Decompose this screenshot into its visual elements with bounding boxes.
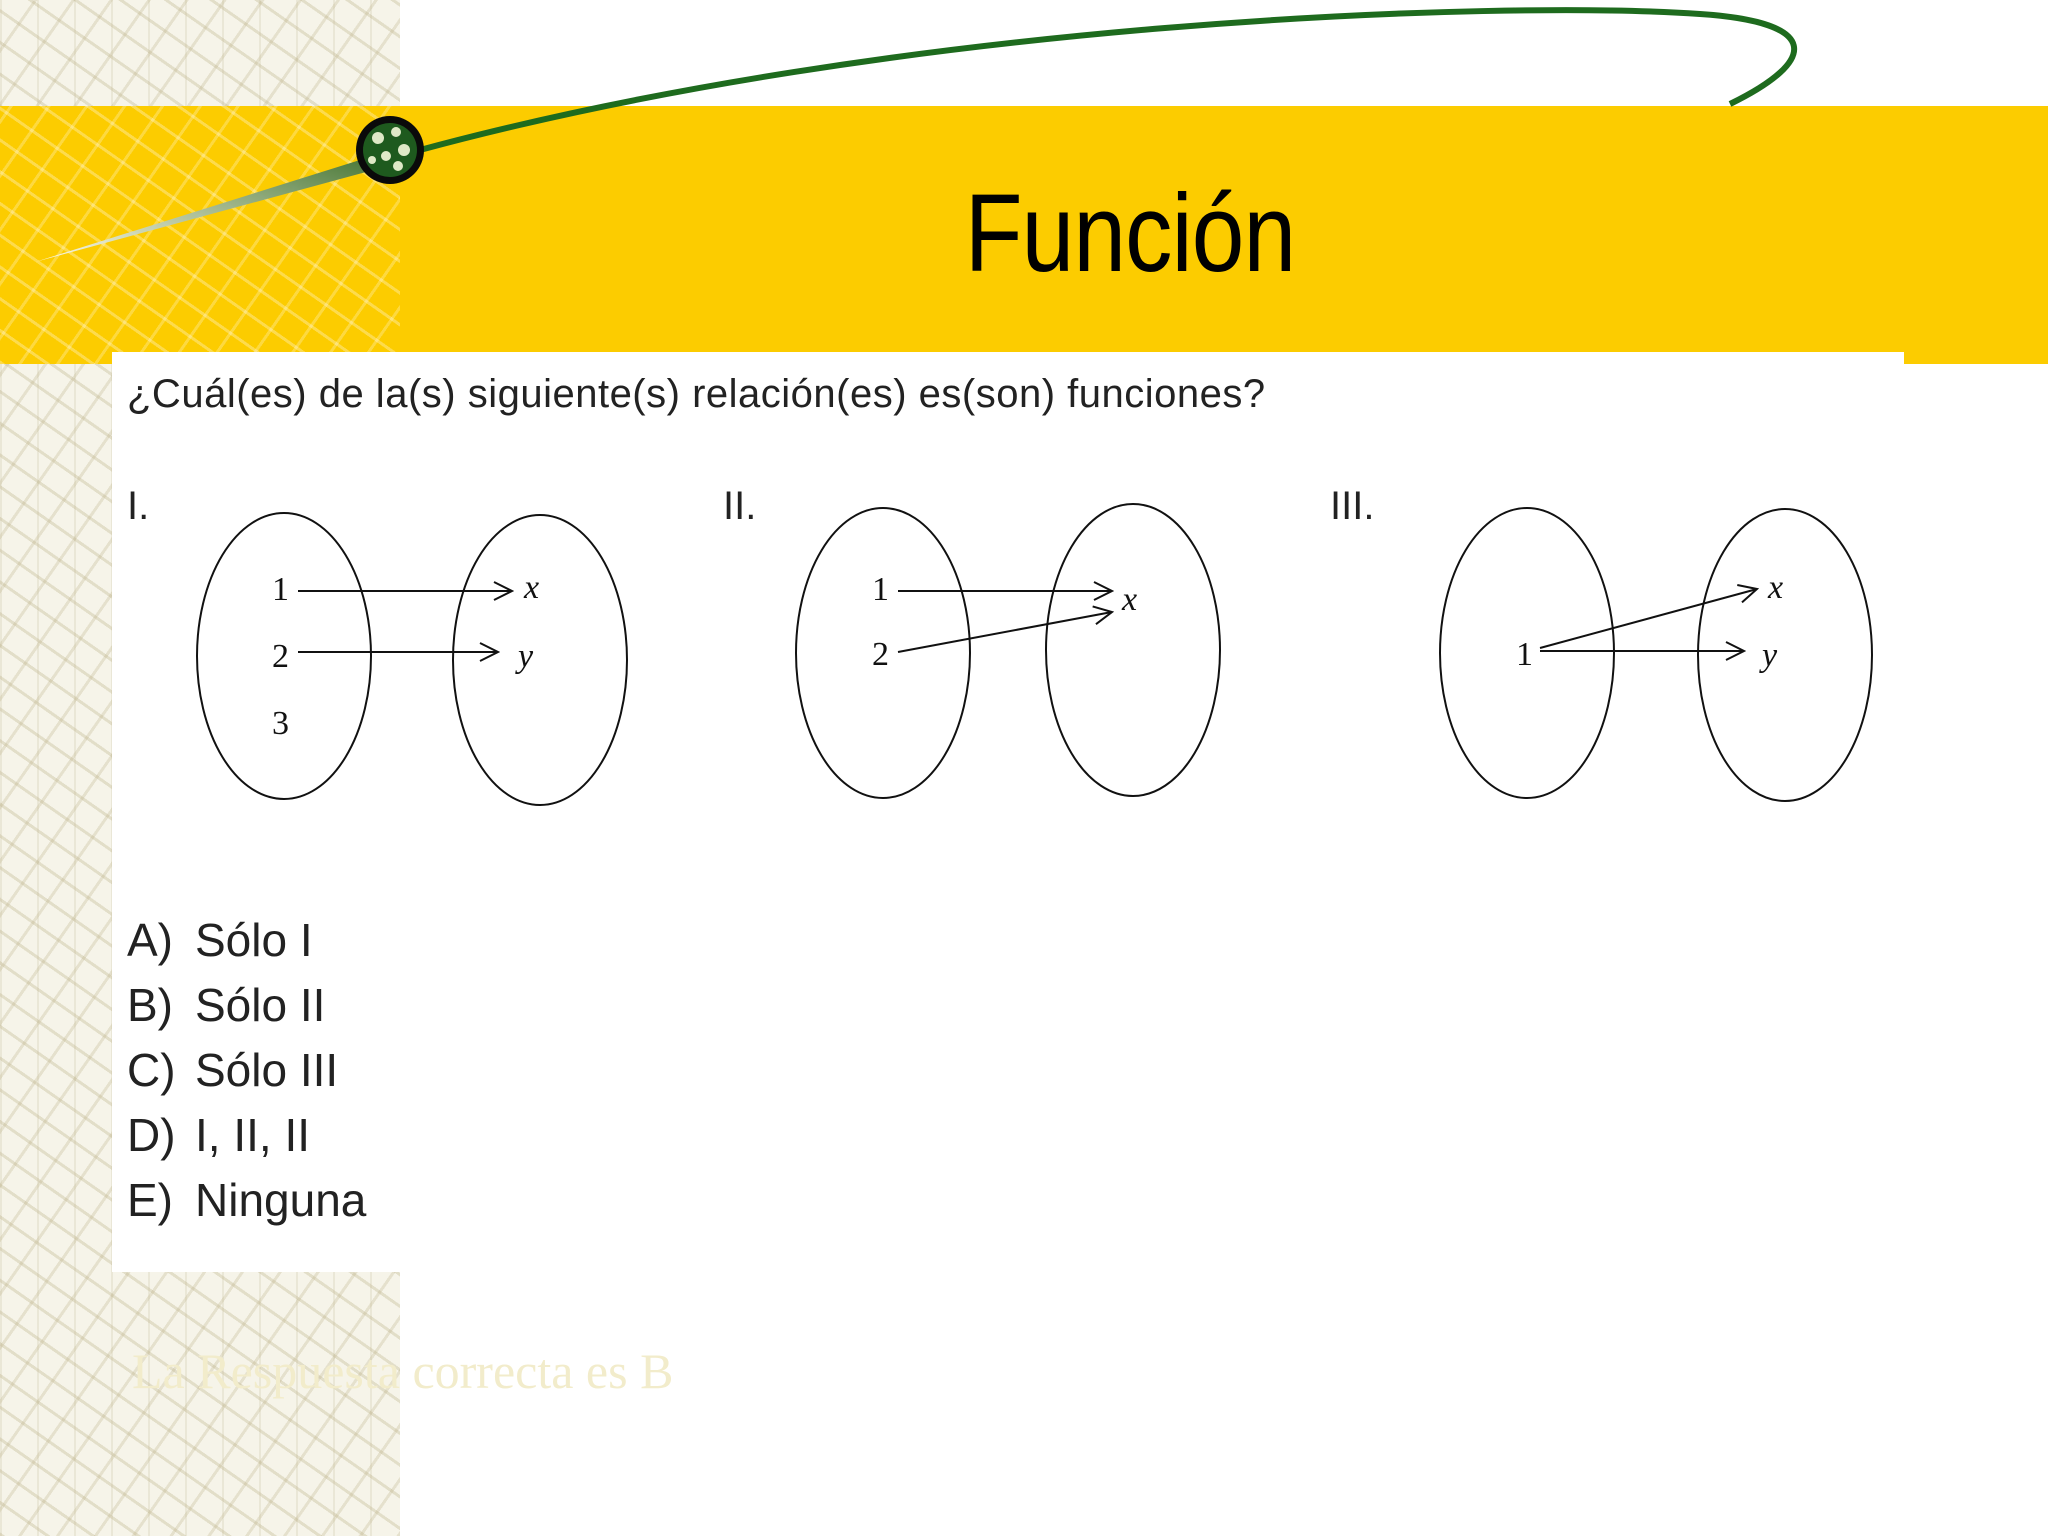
diagram-2 (795, 503, 1221, 799)
answer-options: A) Sólo I B) Sólo II C) Sólo III D) I, II, I… (127, 908, 366, 1233)
diagram-2-codomain-x: x (1121, 581, 1137, 618)
correct-answer-text: La Respuesta correcta es B (132, 1343, 674, 1399)
diagram-1 (196, 512, 628, 806)
diagram-2-domain-ellipse (795, 507, 971, 799)
option-b-letter: B) (127, 979, 173, 1031)
diagram-label-1: I. (127, 484, 150, 528)
diagram-2-domain-1: 1 (872, 571, 889, 608)
option-a-letter: A) (127, 914, 173, 966)
diagram-1-codomain-y: y (515, 638, 534, 675)
diagram-3-codomain-y: y (1759, 637, 1778, 674)
option-a[interactable]: A) Sólo I (127, 908, 366, 973)
diagram-2-domain-2: 2 (872, 636, 889, 673)
diagram-3-codomain-ellipse (1697, 508, 1873, 802)
question-text: ¿Cuál(es) de la(s) siguiente(s) relación… (127, 372, 1266, 416)
diagram-1-domain-3: 3 (272, 705, 289, 742)
option-c-letter: C) (127, 1044, 176, 1096)
slide-title: Función (964, 172, 1296, 295)
diagram-2-arrow-2-x (897, 612, 1112, 653)
diagram-3-domain-ellipse (1439, 507, 1615, 799)
diagram-1-domain-2: 2 (272, 638, 289, 675)
diagram-2-codomain-ellipse (1045, 503, 1221, 797)
diagram-3 (1439, 507, 1873, 802)
option-b-text: Sólo II (195, 979, 326, 1031)
diagram-1-domain-ellipse (196, 512, 372, 800)
option-c[interactable]: C) Sólo III (127, 1038, 366, 1103)
option-d[interactable]: D) I, II, II (127, 1103, 366, 1168)
option-a-text: Sólo I (195, 914, 313, 966)
content-panel (112, 352, 1904, 1272)
diagram-label-2: II. (723, 484, 757, 528)
diagram-3-codomain-x: x (1767, 569, 1783, 606)
option-e[interactable]: E) Ninguna (127, 1168, 366, 1233)
diagram-1-codomain-ellipse (452, 514, 628, 806)
diagram-1-codomain-x: x (523, 569, 539, 606)
diagram-label-3: III. (1330, 484, 1375, 528)
option-e-text: Ninguna (195, 1174, 367, 1226)
option-b[interactable]: B) Sólo II (127, 973, 366, 1038)
option-d-text: I, II, II (195, 1109, 311, 1161)
diagram-3-arrow-1-x (1539, 589, 1757, 649)
option-d-letter: D) (127, 1109, 176, 1161)
diagram-3-domain-1: 1 (1516, 636, 1533, 673)
option-c-text: Sólo III (195, 1044, 339, 1096)
diagram-1-domain-1: 1 (272, 571, 289, 608)
option-e-letter: E) (127, 1174, 173, 1226)
